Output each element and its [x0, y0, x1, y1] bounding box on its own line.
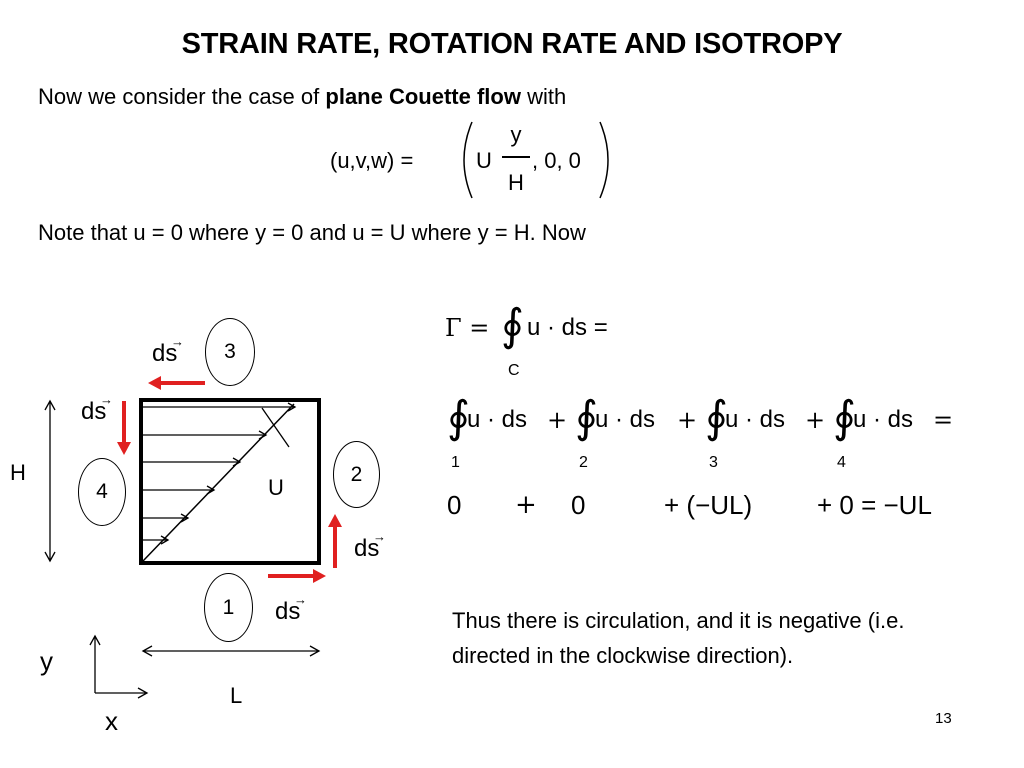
vector-arrow-icon: → [171, 334, 184, 349]
note-text: Note that u = 0 where y = 0 and u = U wh… [38, 220, 586, 245]
ds-label-bottom: ds [275, 598, 301, 625]
conclusion-text: Thus there is circulation, and it is neg… [452, 608, 905, 668]
intro-bold: plane Couette flow [325, 84, 521, 109]
segment-4-circle: 4 [78, 458, 126, 526]
value-result: + 0 = −UL [817, 490, 932, 520]
vector-arrow-icon: → [294, 592, 307, 607]
segment-term-4: u · ds [853, 406, 914, 433]
values-equation: 0 + 0 + (−UL) + 0 = −UL [447, 490, 987, 526]
segment-term-3: u · ds [725, 406, 786, 433]
segment-2-circle: 2 [333, 441, 380, 508]
contour-label: C [508, 362, 520, 379]
velocity-arrows [143, 402, 297, 545]
length-label: L [230, 683, 243, 708]
plus-sign: + [805, 406, 826, 434]
contour-integral-icon: ∮ [705, 392, 728, 443]
contour-integral-icon: ∮ [501, 300, 524, 351]
control-volume-box [139, 398, 321, 565]
gamma-lhs: Γ = [445, 314, 490, 342]
intro-suffix: with [527, 84, 567, 109]
velocity-U-label: U [268, 475, 284, 500]
segment-label-4: 4 [837, 454, 846, 471]
velocity-denominator: H [508, 170, 524, 195]
plus-sign: + [677, 406, 698, 434]
value-plus: + [515, 490, 537, 520]
value-segment-2: 0 [571, 490, 586, 520]
velocity-numerator: y [510, 122, 522, 147]
value-segment-1: 0 [447, 490, 462, 520]
equals-sign: = [933, 406, 954, 434]
couette-diagram [44, 376, 342, 699]
axes-icon [89, 634, 149, 699]
ds-label-right: ds [354, 535, 380, 562]
length-dimension-arrow [141, 645, 321, 657]
velocity-lhs: (u,v,w) = [330, 148, 414, 173]
axis-y-label: y [40, 646, 53, 676]
segment-term-2: u · ds [595, 406, 656, 433]
contour-integral-icon: ∮ [833, 392, 856, 443]
gamma-integrand: u · ds = [527, 314, 608, 341]
left-paren-icon [463, 121, 473, 199]
segment-1-circle: 1 [204, 573, 253, 642]
velocity-profile-line [142, 403, 295, 562]
vector-arrow-icon: → [100, 392, 113, 407]
value-segment-3: + (−UL) [664, 490, 753, 520]
height-label: H [10, 460, 26, 485]
intro-text: Now we consider the case of plane Couett… [38, 84, 566, 110]
pointer-line [261, 407, 290, 448]
height-dimension-arrow [44, 399, 56, 563]
segment-label-1: 1 [451, 454, 460, 471]
contour-integral-icon: ∮ [447, 392, 470, 443]
segment-term-1: u · ds [467, 406, 528, 433]
intro-prefix: Now we consider the case of [38, 84, 320, 109]
segment-sum-equation: ∮ u · ds 1 + ∮ u · ds 2 + ∮ u · ds 3 + ∮… [447, 392, 987, 478]
axis-x-label: x [105, 706, 118, 736]
page-number: 13 [935, 710, 952, 727]
slide-title: STRAIN RATE, ROTATION RATE AND ISOTROPY [181, 28, 843, 60]
ds-label-left: ds [81, 398, 107, 425]
vector-arrow-icon: → [373, 529, 386, 544]
plus-sign: + [547, 406, 568, 434]
ds-label-top: ds [152, 340, 178, 367]
segment-label-3: 3 [709, 454, 718, 471]
fraction-bar [502, 156, 530, 158]
segment-3-circle: 3 [205, 318, 255, 386]
contour-integral-icon: ∮ [575, 392, 598, 443]
velocity-U: U [476, 148, 492, 173]
velocity-rest: , 0, 0 [532, 148, 581, 173]
right-paren-icon [599, 121, 609, 199]
segment-label-2: 2 [579, 454, 588, 471]
ds-arrows [117, 376, 342, 583]
